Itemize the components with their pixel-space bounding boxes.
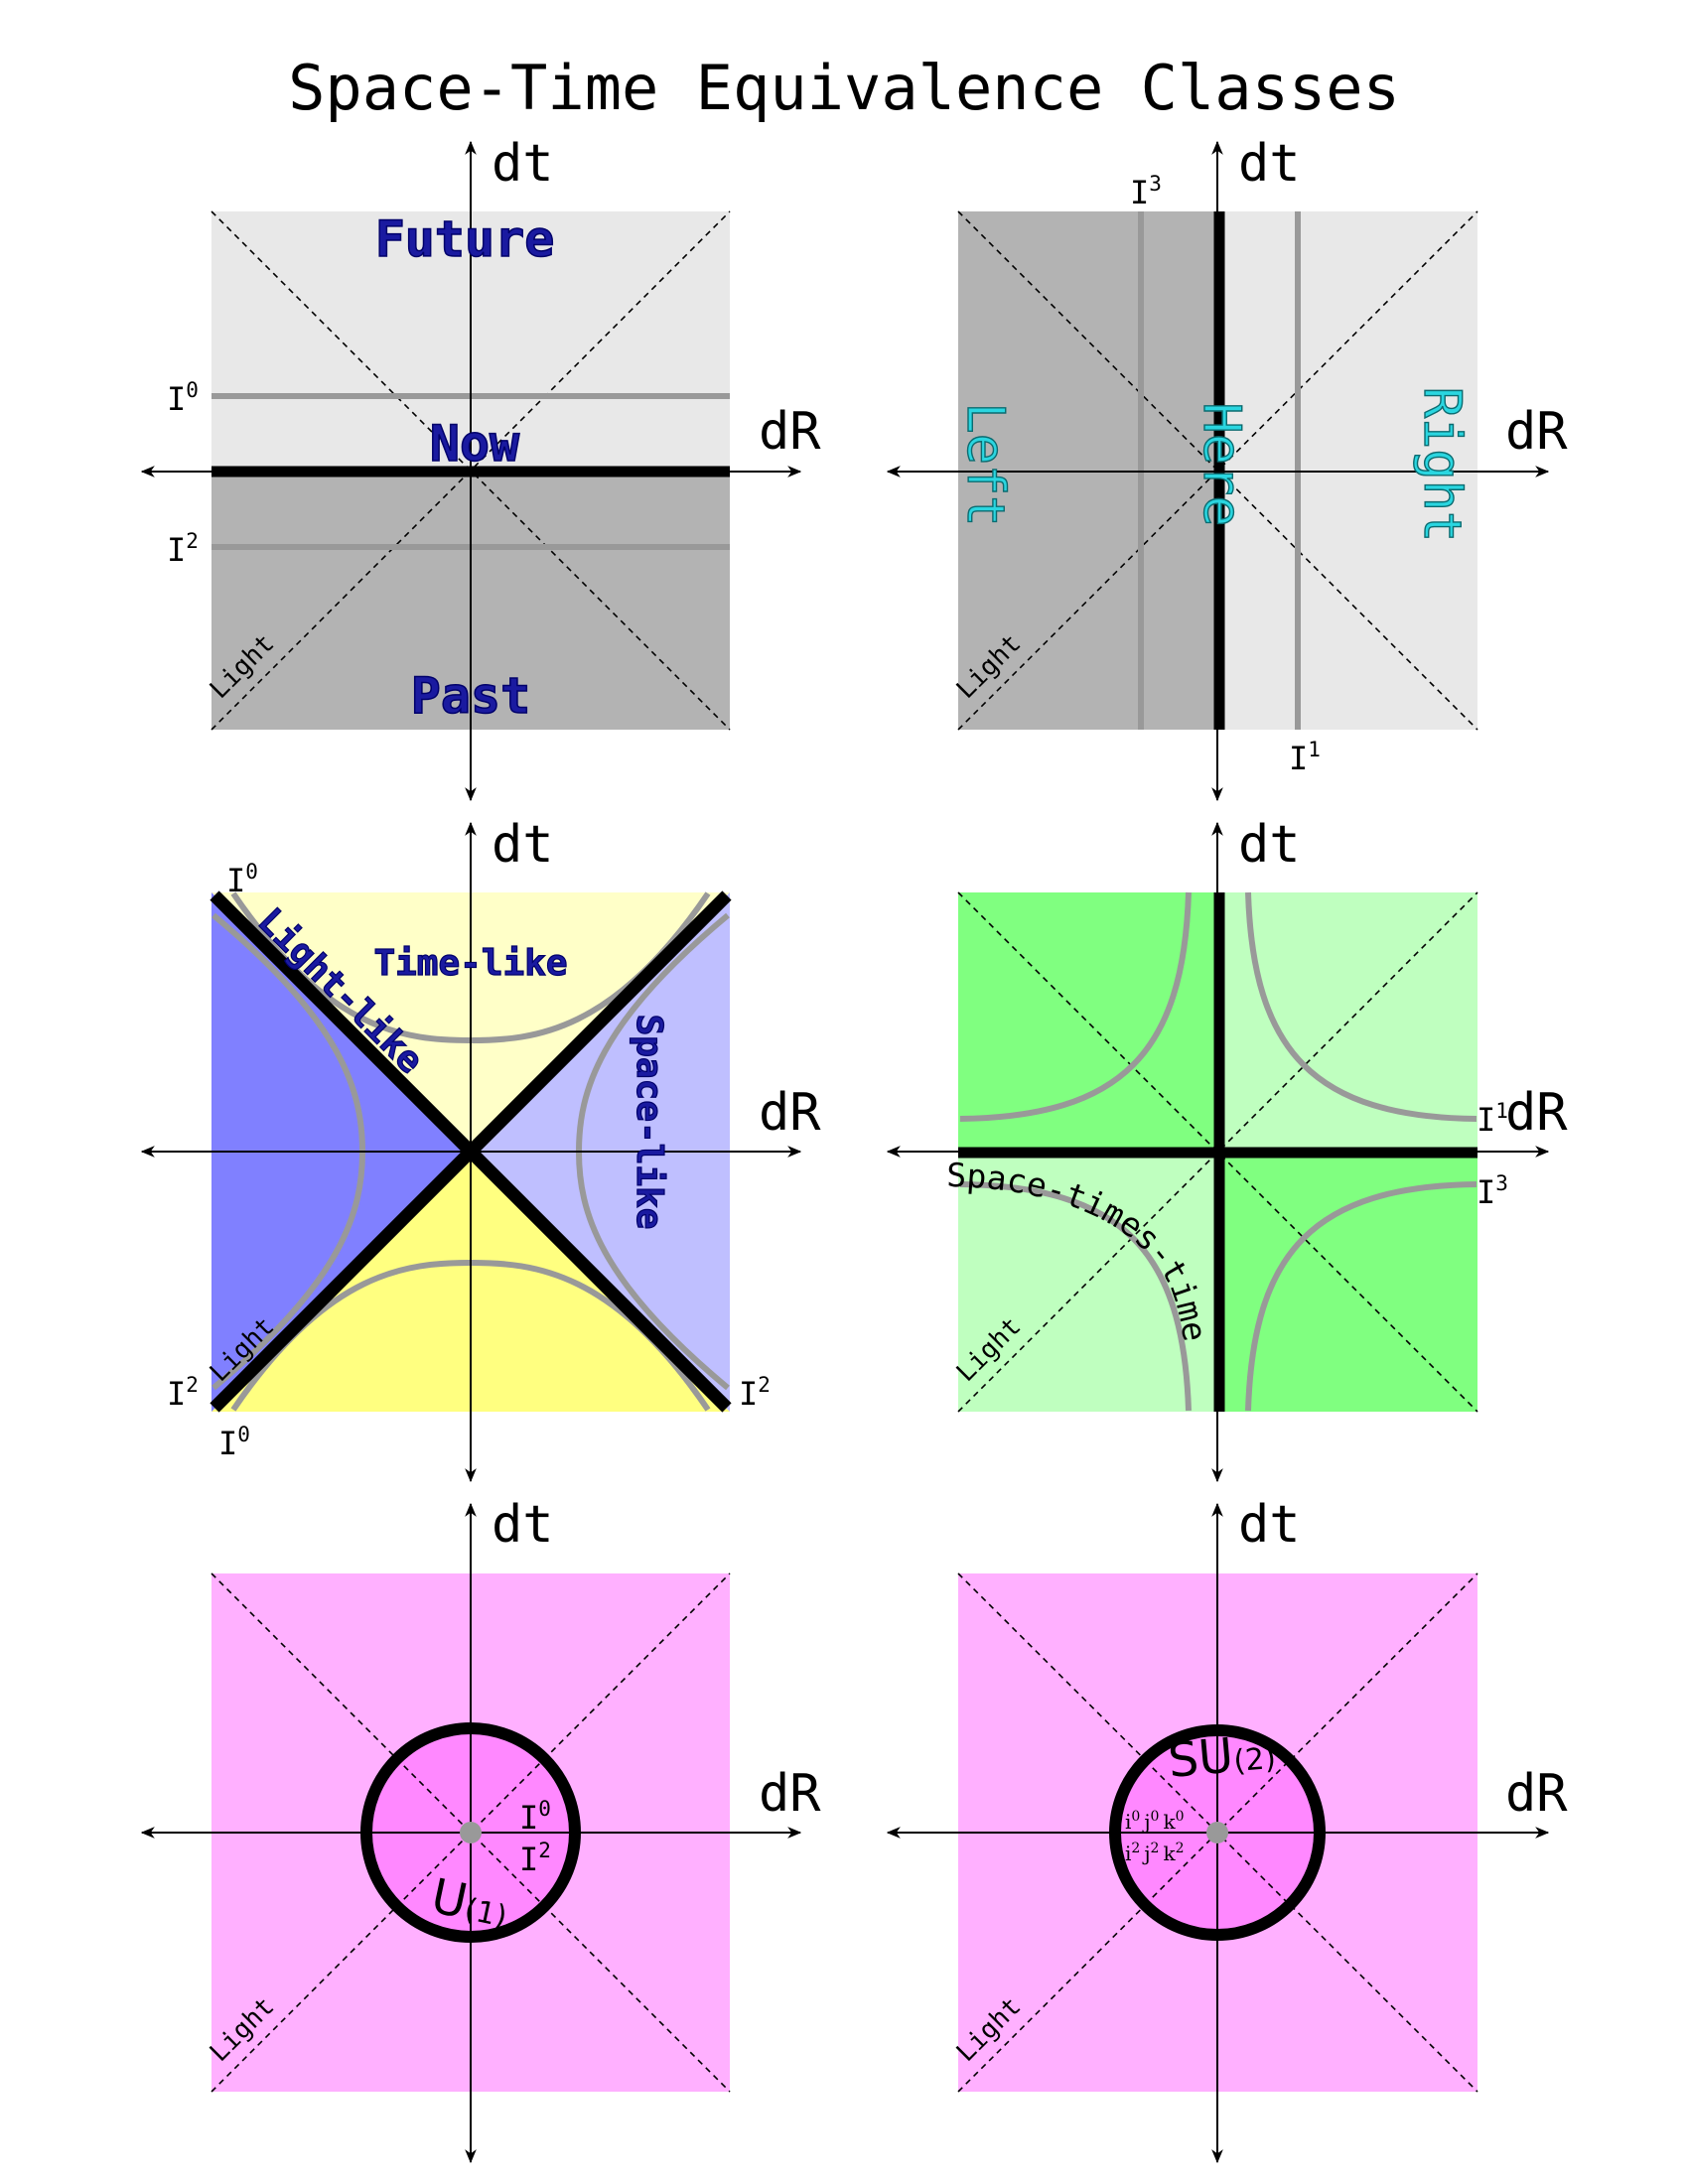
light-diagonal [957, 891, 1478, 1413]
light-diagonal-inner [395, 1757, 546, 1908]
right-upper-label: I1 [1477, 1099, 1508, 1139]
bottom-left-lower-label: I0 [218, 1423, 250, 1462]
upper-slice-label: I0 [167, 378, 199, 418]
light-diagonal-inner [395, 1757, 546, 1908]
left-label: Left [955, 402, 1015, 526]
panel-space-slices: dt dR Left Here Right I3 I1 Light [886, 134, 1568, 802]
dr-axis-label: dR [759, 1083, 821, 1143]
panel-space-times-time: dt dR I1 I3 Space-times-time Light [886, 815, 1568, 1483]
light-diagonal [211, 1572, 731, 2093]
bottom-slice-label: I1 [1289, 738, 1321, 777]
dt-axis-label: dt [492, 134, 554, 194]
light-diagonal [211, 210, 731, 731]
inner-upper-label: I0 [519, 1797, 551, 1837]
bottom-left-upper-label: I2 [167, 1373, 199, 1413]
dt-axis-label: dt [492, 815, 554, 875]
light-diagonal [957, 1572, 1478, 2093]
light-diagonal [211, 1572, 731, 2093]
right-label: Right [1412, 387, 1472, 543]
hyperbola-top-right [1245, 891, 1477, 1122]
dr-axis-label: dR [1505, 402, 1568, 462]
light-diagonal [957, 210, 1478, 731]
dr-axis-label: dR [1505, 1083, 1568, 1143]
lower-slice-label: I2 [167, 529, 199, 569]
figure-title: Space-Time Equivalence Classes [288, 52, 1400, 124]
light-diagonal [957, 891, 1478, 1413]
top-left-label: I0 [226, 860, 258, 899]
here-label: Here [1192, 402, 1251, 526]
right-lower-label: I3 [1477, 1171, 1508, 1211]
hyperbola-bottom-right [1245, 1181, 1477, 1412]
light-diagonal [957, 210, 1478, 731]
dt-axis-label: dt [1238, 134, 1301, 194]
panel-light-cone: dt dR Time-like Light-like Space-like I0… [140, 815, 821, 1483]
dt-axis-label: dt [1238, 1495, 1301, 1555]
dr-axis-label: dR [759, 1764, 821, 1824]
quadrant-top-left [958, 892, 1217, 1152]
hyperbola-top-left [959, 891, 1192, 1122]
dr-axis-label: dR [759, 402, 821, 462]
now-label: Now [430, 415, 520, 473]
origin-point [460, 1822, 482, 1843]
space-like-label: Space-like [629, 1015, 669, 1230]
dt-axis-label: dt [1238, 815, 1301, 875]
future-label: Future [375, 210, 555, 268]
hyperbola-bottom-left [959, 1181, 1192, 1412]
su2-group-label: SU(2) [1166, 1724, 1278, 1789]
dt-axis-label: dt [492, 1495, 554, 1555]
time-like-label: Time-like [373, 943, 567, 984]
light-diagonal [211, 210, 731, 731]
panel-time-slices: dt dR Future Now Past I0 I2 Light [140, 134, 821, 802]
bottom-right-label: I2 [739, 1373, 771, 1413]
panel-u1: dt dR I0 I2 U(1) Light [140, 1495, 821, 2164]
light-diagonal [957, 1572, 1478, 2093]
past-label: Past [411, 667, 530, 725]
origin-point [1206, 1822, 1228, 1843]
top-slice-label: I3 [1130, 172, 1162, 211]
dr-axis-label: dR [1505, 1764, 1568, 1824]
inner-lower-label: I2 [519, 1839, 551, 1878]
